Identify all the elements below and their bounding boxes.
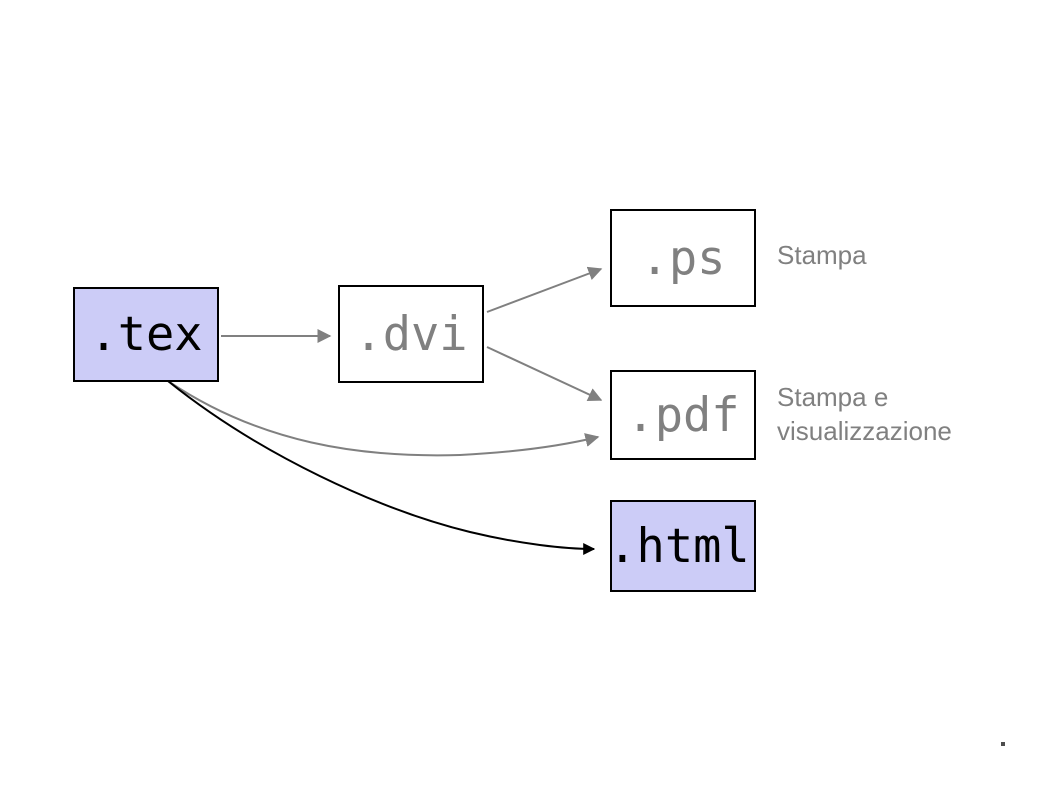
node-tex-label: .tex bbox=[89, 307, 203, 362]
node-ps[interactable]: .ps bbox=[610, 209, 756, 307]
edge-dvi-to-pdf bbox=[486, 346, 603, 402]
node-pdf-label: .pdf bbox=[626, 387, 740, 443]
node-ps-label: .ps bbox=[640, 230, 726, 286]
corner-dot-marker bbox=[1001, 742, 1005, 746]
node-dvi-label: .dvi bbox=[354, 306, 468, 362]
annotation-stampa-visualizzazione: Stampa e visualizzazione bbox=[777, 382, 952, 446]
edge-tex-to-pdf bbox=[167, 380, 600, 457]
annotation-stampa: Stampa bbox=[777, 240, 867, 270]
node-pdf[interactable]: .pdf bbox=[610, 370, 756, 460]
node-tex[interactable]: .tex bbox=[73, 287, 219, 382]
edge-tex-to-html bbox=[167, 380, 596, 555]
node-dvi[interactable]: .dvi bbox=[338, 285, 484, 383]
edge-dvi-to-ps bbox=[486, 266, 603, 313]
node-html-label: .html bbox=[608, 518, 750, 574]
node-html[interactable]: .html bbox=[608, 500, 756, 592]
